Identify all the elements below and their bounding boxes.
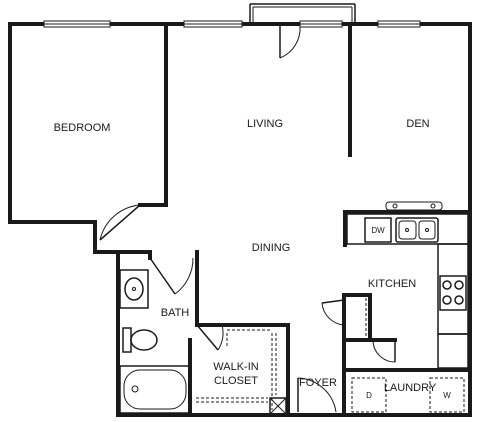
dishwasher-icon xyxy=(364,217,392,243)
doors xyxy=(99,204,396,413)
bedroom-door xyxy=(99,204,141,241)
dryer-icon xyxy=(351,377,387,413)
bath-fixtures xyxy=(119,269,191,414)
den-label: DEN xyxy=(406,118,429,130)
foyer-label: FOYER xyxy=(299,377,337,389)
laundry-label: LAUNDRY xyxy=(384,382,437,394)
range-icon xyxy=(439,275,467,311)
mechanical-box xyxy=(269,397,287,415)
bathtub-icon xyxy=(119,365,191,414)
toilet-bowl-icon xyxy=(130,329,158,351)
pantry-door xyxy=(321,299,345,304)
kitchen-label: KITCHEN xyxy=(368,278,416,290)
interior-walls xyxy=(138,22,472,417)
sink-icon xyxy=(395,217,439,243)
living-label: LIVING xyxy=(247,118,283,130)
bath-door xyxy=(149,257,176,295)
dining-label: DINING xyxy=(252,242,291,254)
outer-walls xyxy=(8,22,472,417)
washer-icon xyxy=(429,377,465,413)
dishwasher-label: DW xyxy=(371,226,385,235)
laundry-fixtures xyxy=(351,377,465,413)
dryer-label: D xyxy=(366,391,372,400)
balcony-door xyxy=(279,25,301,59)
bath-label: BATH xyxy=(161,307,190,319)
balcony xyxy=(249,3,356,22)
vanity-icon xyxy=(119,269,149,309)
closet-door xyxy=(196,324,219,351)
windows xyxy=(43,20,421,28)
refrigerator-icon xyxy=(437,333,469,369)
toilet-tank-icon xyxy=(122,327,132,353)
appliance-labels: DW D W xyxy=(366,226,451,400)
closet-shelves xyxy=(196,329,287,415)
washer-label: W xyxy=(443,391,451,400)
kitchen-fixtures xyxy=(346,201,469,369)
room-labels: BEDROOM LIVING DEN DINING KITCHEN BATH W… xyxy=(54,118,437,394)
lavatory-icon xyxy=(124,277,144,301)
bedroom-label: BEDROOM xyxy=(54,122,111,134)
walkin-label: WALK-IN xyxy=(213,361,258,373)
closet-label: CLOSET xyxy=(214,375,258,387)
